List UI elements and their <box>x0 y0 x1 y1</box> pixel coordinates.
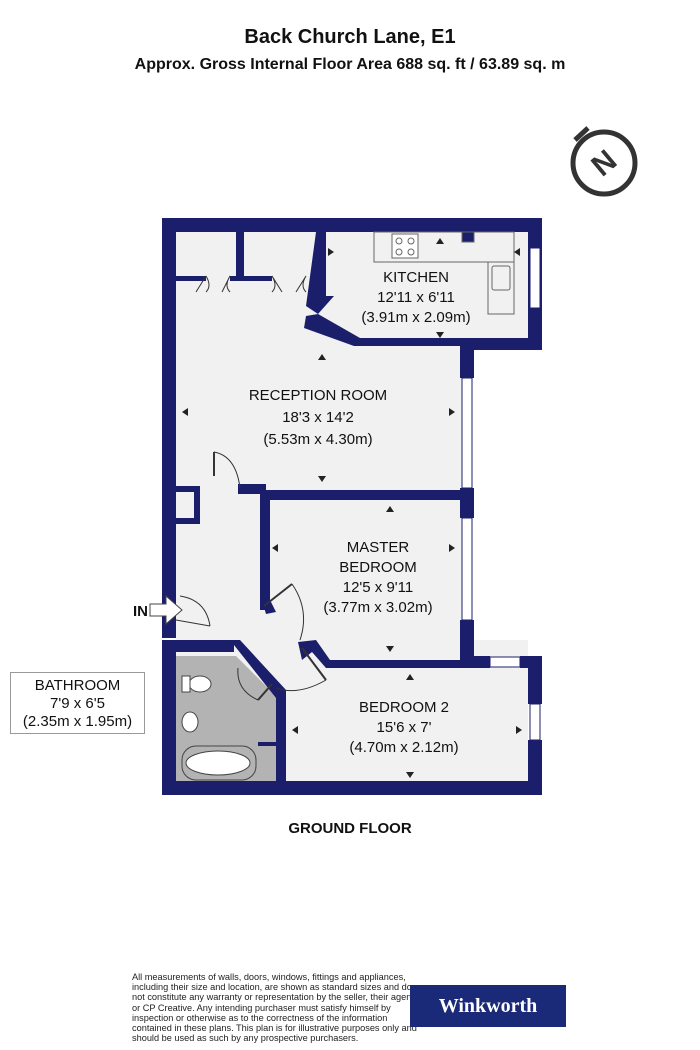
floor-area: Approx. Gross Internal Floor Area 688 sq… <box>134 56 566 73</box>
compass-letter: N <box>585 144 623 183</box>
floor-fill <box>176 232 528 782</box>
windows <box>461 247 541 741</box>
dimension-arrows <box>182 238 522 778</box>
disclaimer: All measurements of walls, doors, window… <box>132 972 417 1044</box>
master-imperial: 12'5 x 9'11 <box>343 579 414 596</box>
bathroom-name: BATHROOM <box>34 677 121 694</box>
floor-label: GROUND FLOOR <box>288 820 412 837</box>
bedroom2-name: BEDROOM 2 <box>359 699 449 716</box>
property-address: Back Church Lane, E1 <box>244 26 456 48</box>
bathroom-imperial: 7'9 x 6'5 <box>50 695 105 712</box>
kitchen-name: KITCHEN <box>383 269 449 286</box>
walls <box>162 218 542 795</box>
reception-name: RECEPTION ROOM <box>249 387 387 404</box>
kitchen-imperial: 12'11 x 6'11 <box>377 289 455 306</box>
master-metric: (3.77m x 3.02m) <box>323 599 432 616</box>
entrance-arrow-icon <box>149 594 183 626</box>
bedroom2-imperial: 15'6 x 7' <box>377 719 432 736</box>
bathroom-label-box: BATHROOM 7'9 x 6'5 (2.35m x 1.95m) <box>10 672 145 734</box>
reception-metric: (5.53m x 4.30m) <box>263 431 372 448</box>
bathroom-fittings <box>181 675 257 781</box>
master-name-line2: BEDROOM <box>339 559 417 576</box>
bathroom-metric: (2.35m x 1.95m) <box>22 713 133 730</box>
kitchen-fittings <box>373 231 515 315</box>
kitchen-metric: (3.91m x 2.09m) <box>361 309 470 326</box>
compass-icon: N <box>570 126 638 197</box>
bedroom2-metric: (4.70m x 2.12m) <box>349 739 458 756</box>
master-name-line1: MASTER <box>347 539 410 556</box>
doors <box>175 275 327 701</box>
entrance-label: IN <box>133 603 148 620</box>
brand-logo: Winkworth <box>410 985 566 1027</box>
reception-imperial: 18'3 x 14'2 <box>282 409 354 426</box>
